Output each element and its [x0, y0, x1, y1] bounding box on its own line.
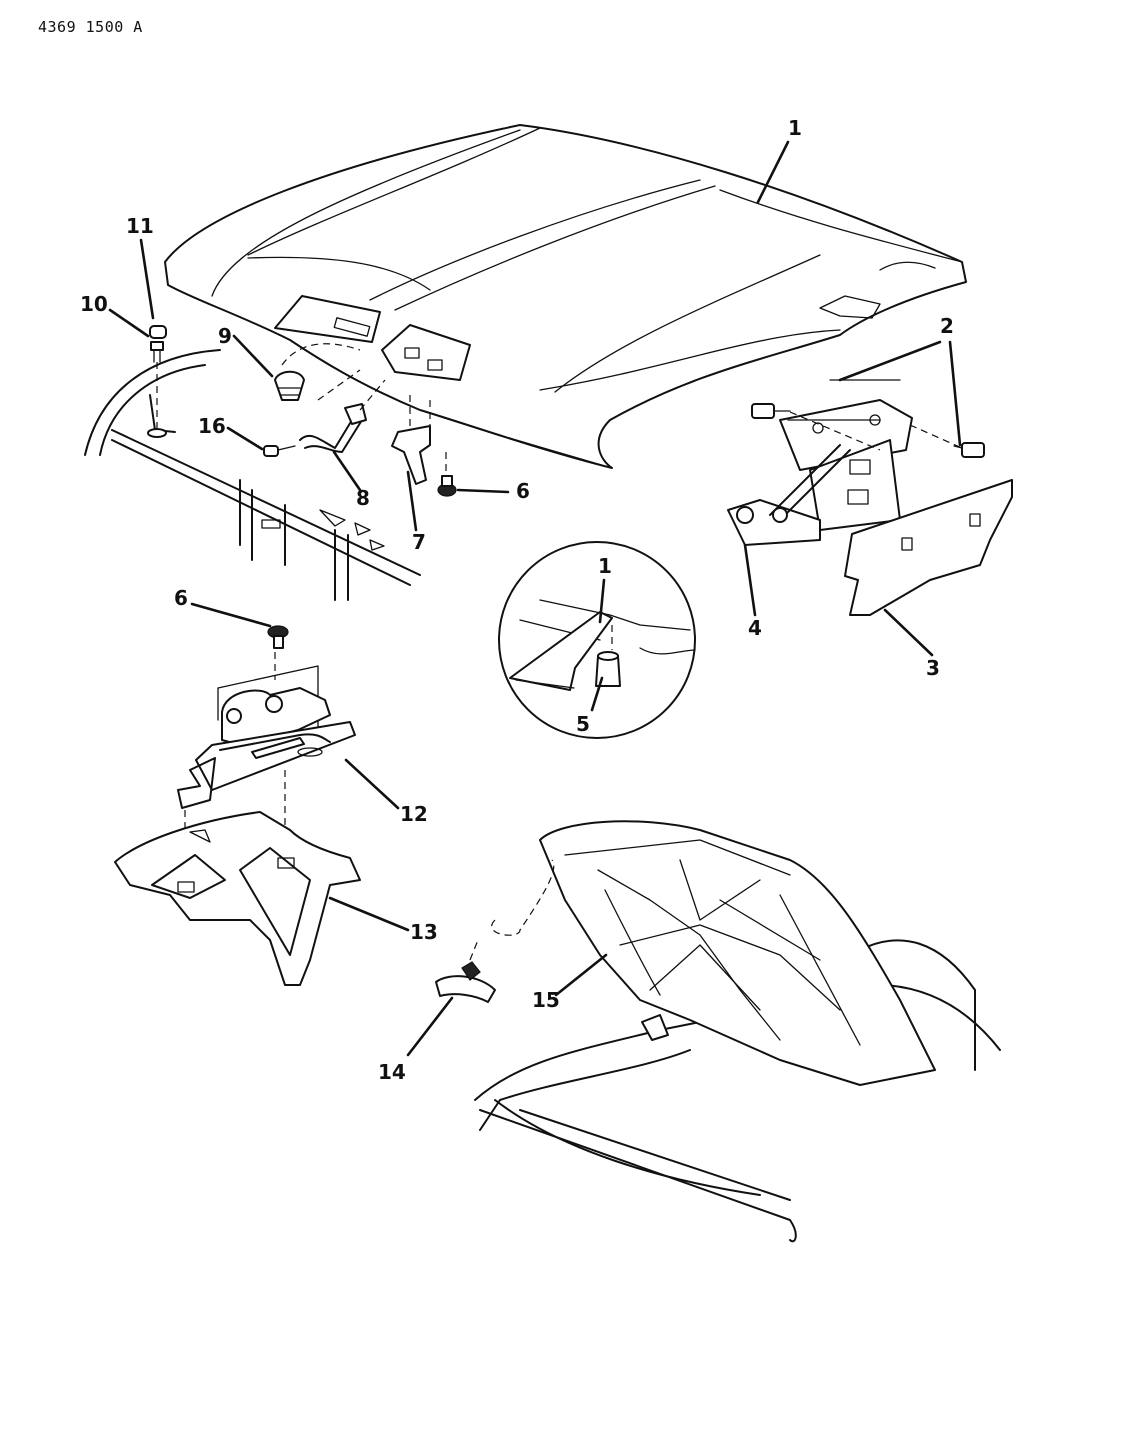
hood-latch-striker: [391, 395, 447, 485]
latch-support: [114, 811, 361, 986]
callout-10: 10: [80, 292, 108, 316]
callout-14: 14: [378, 1060, 406, 1084]
hood-bumper: [274, 343, 361, 401]
radiator-support: [84, 349, 421, 601]
callout-11: 11: [126, 214, 154, 238]
latch-bolt: [267, 625, 289, 649]
callout-2: 2: [940, 314, 954, 338]
callout-12: 12: [400, 802, 428, 826]
hood-latch: [177, 640, 356, 870]
callout-16: 16: [198, 414, 226, 438]
hood-panel: [164, 124, 967, 469]
callout-13: 13: [410, 920, 438, 944]
hood-underside-view: [474, 820, 1001, 1243]
hood-insulator-clip: [435, 939, 496, 1003]
callout-5: 5: [576, 712, 590, 736]
callout-3: 3: [926, 656, 940, 680]
callout-1: 1: [788, 116, 802, 140]
callout-1-inset: 1: [598, 554, 612, 578]
detail-inset: [498, 541, 696, 739]
hood-latch-reinforcement: [274, 295, 881, 381]
callout-6-left: 6: [174, 586, 188, 610]
leader-lines: [108, 140, 962, 1057]
bumper-stud: [147, 325, 167, 438]
callout-4: 4: [748, 616, 762, 640]
callout-9: 9: [218, 324, 232, 348]
callout-7: 7: [412, 530, 426, 554]
drawing-code: 4369 1500 A: [38, 18, 143, 36]
callout-15: 15: [532, 988, 560, 1012]
callout-8: 8: [356, 486, 370, 510]
hood-seal-panel: [844, 479, 1013, 616]
striker-bolt: [437, 475, 457, 497]
callout-6-right: 6: [516, 479, 530, 503]
safety-catch: [263, 369, 386, 457]
